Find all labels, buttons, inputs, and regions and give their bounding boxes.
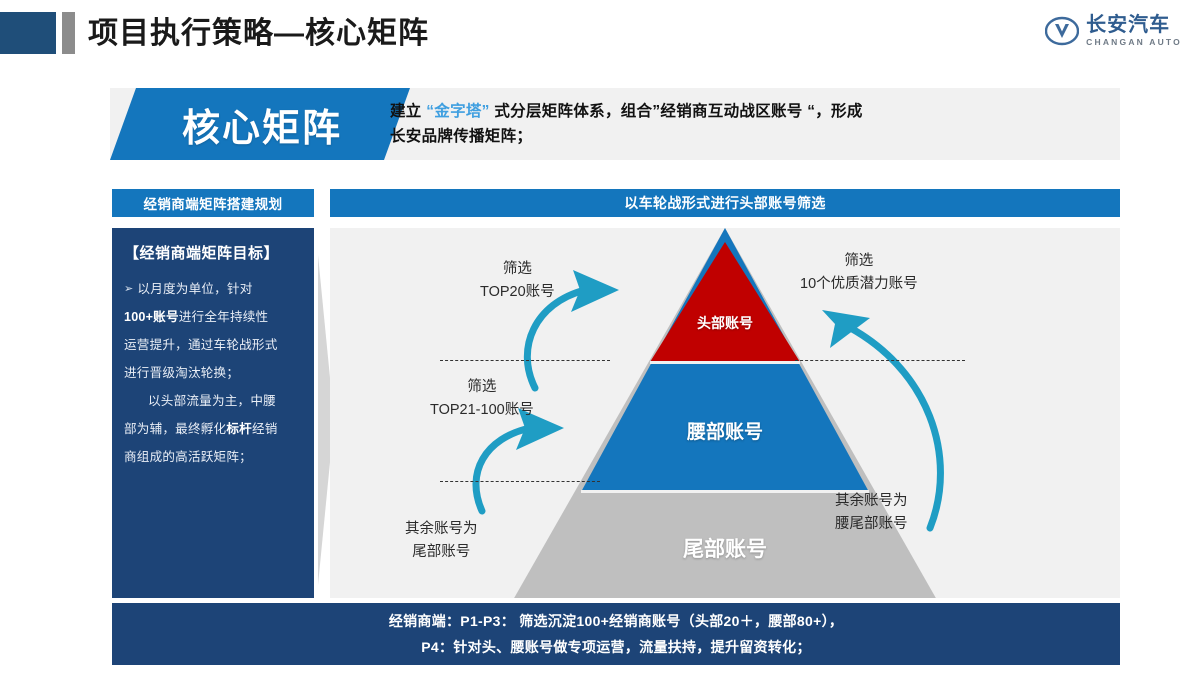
annotation-potential-line1: 筛选 xyxy=(844,253,874,269)
left-panel-bullet2-pre: 部为辅，最终孵化 xyxy=(124,422,227,436)
left-panel-bullet1-line4: 进行晋级淘汰轮换； xyxy=(124,366,240,380)
left-panel-bullet1-line1: 以月度为单位，针对 xyxy=(137,282,253,296)
banner-line1-part-b: 式分层矩阵体系，组合”经销商互动战区账号 “，形成 xyxy=(494,103,863,120)
pyramid-diagram xyxy=(472,228,944,598)
pyramid-stage: 头部账号 腰部账号 尾部账号 筛选 TOP20账号 筛选 TOP21-100账号… xyxy=(330,228,1120,598)
banner-line1-highlight: “金字塔” xyxy=(426,103,490,120)
right-column-header: 以车轮战形式进行头部账号筛选 xyxy=(330,189,1120,217)
page-title: 项目执行策略—核心矩阵 xyxy=(88,17,429,50)
arrow-top-left xyxy=(523,286,589,392)
annotation-rest-tail: 其余账号为 尾部账号 xyxy=(405,518,478,564)
left-panel-bullet1-bold: 100+账号 xyxy=(124,310,179,324)
banner-line-2: 长安品牌传播矩阵； xyxy=(390,128,533,145)
pyramid-tier-top xyxy=(650,242,800,362)
summary-banner: 核心矩阵 建立 “金字塔” 式分层矩阵体系，组合”经销商互动战区账号 “，形成 … xyxy=(110,88,1120,160)
left-panel-bullet1-rest: 进行全年持续性 xyxy=(178,310,269,324)
annotation-top20-line2: TOP20账号 xyxy=(480,284,555,300)
right-column-header-label: 以车轮战形式进行头部账号筛选 xyxy=(624,195,826,211)
logo-text-cn: 长安汽车 xyxy=(1086,14,1171,37)
annotation-top21-line2: TOP21-100账号 xyxy=(430,402,534,418)
left-panel-bullet1-line3: 运营提升，通过车轮战形式 xyxy=(124,338,278,352)
left-column-header-label: 经销商端矩阵搭建规划 xyxy=(143,197,283,212)
banner-text: 建立 “金字塔” 式分层矩阵体系，组合”经销商互动战区账号 “，形成 长安品牌传… xyxy=(390,88,1110,160)
annotation-top20: 筛选 TOP20账号 xyxy=(480,258,555,304)
footer-line-1: 经销商端：P1-P3： 筛选沉淀100+经销商账号（头部20＋，腰部80+）， xyxy=(388,613,844,629)
left-panel-bullet2-line3: 商组成的高活跃矩阵； xyxy=(124,450,252,464)
banner-line-1: 建立 “金字塔” 式分层矩阵体系，组合”经销商互动战区账号 “，形成 xyxy=(390,99,1110,124)
annotation-potential-line2: 10个优质潜力账号 xyxy=(800,276,918,292)
footer-summary: 经销商端：P1-P3： 筛选沉淀100+经销商账号（头部20＋，腰部80+）， … xyxy=(112,603,1120,665)
pyramid-top-label: 头部账号 xyxy=(697,315,753,331)
annotation-top21-100: 筛选 TOP21-100账号 xyxy=(430,376,534,422)
left-column-header: 经销商端矩阵搭建规划 xyxy=(112,189,314,217)
footer-line-2: P4：针对头、腰账号做专项运营，流量扶持，提升留资转化； xyxy=(421,639,811,655)
brand-logo: 长安汽车 CHANGAN AUTO xyxy=(1044,14,1182,48)
dashed-guide-right-top xyxy=(795,360,965,361)
annotation-top21-line1: 筛选 xyxy=(467,379,497,395)
pyramid-mid-label: 腰部账号 xyxy=(686,422,763,443)
arrow-head-right xyxy=(822,310,870,348)
annotation-rest-waist-line2: 腰尾部账号 xyxy=(835,516,908,532)
annotation-top20-line1: 筛选 xyxy=(502,261,532,277)
left-panel-bullet-1: ➢ 以月度为单位，针对 xyxy=(124,276,302,302)
logo-text-en: CHANGAN AUTO xyxy=(1086,37,1182,48)
left-panel-bullet1-line2: 100+账号进行全年持续性 xyxy=(124,304,302,330)
bullet-arrow-icon: ➢ xyxy=(124,283,134,295)
left-info-panel: 【经销商端矩阵目标】 ➢ 以月度为单位，针对 100+账号进行全年持续性 运营提… xyxy=(112,228,314,598)
arrow-mid-left xyxy=(472,424,534,515)
left-panel-bullet2-bold: 标杆 xyxy=(226,422,252,436)
left-panel-bullet2-line2: 部为辅，最终孵化标杆经销 xyxy=(124,416,302,442)
header-accent-bar xyxy=(62,12,75,54)
pyramid-bottom-label: 尾部账号 xyxy=(683,538,767,561)
annotation-rest-tail-line2: 尾部账号 xyxy=(412,544,471,560)
changan-logo-icon xyxy=(1044,14,1080,48)
arrow-head-mid-left xyxy=(516,408,564,450)
left-panel-title: 【经销商端矩阵目标】 xyxy=(124,245,280,262)
banner-line1-part-a: 建立 xyxy=(390,103,422,120)
left-panel-bullet2-line1: 以头部流量为主，中腰 xyxy=(148,394,276,408)
annotation-potential-10: 筛选 10个优质潜力账号 xyxy=(800,250,918,296)
left-panel-bullet2-post: 经销 xyxy=(251,422,278,436)
arrow-head-top-left xyxy=(571,270,619,312)
annotation-rest-tail-line1: 其余账号为 xyxy=(405,521,478,537)
arrow-right xyxy=(839,320,944,532)
banner-tag: 核心矩阵 xyxy=(110,88,410,160)
banner-tag-label: 核心矩阵 xyxy=(181,107,342,150)
header-accent-square xyxy=(0,12,56,54)
dashed-guide-left-top xyxy=(440,360,610,361)
annotation-rest-waist-tail: 其余账号为 腰尾部账号 xyxy=(835,490,908,536)
annotation-rest-waist-line1: 其余账号为 xyxy=(835,493,908,509)
dashed-guide-left-mid xyxy=(440,481,600,482)
